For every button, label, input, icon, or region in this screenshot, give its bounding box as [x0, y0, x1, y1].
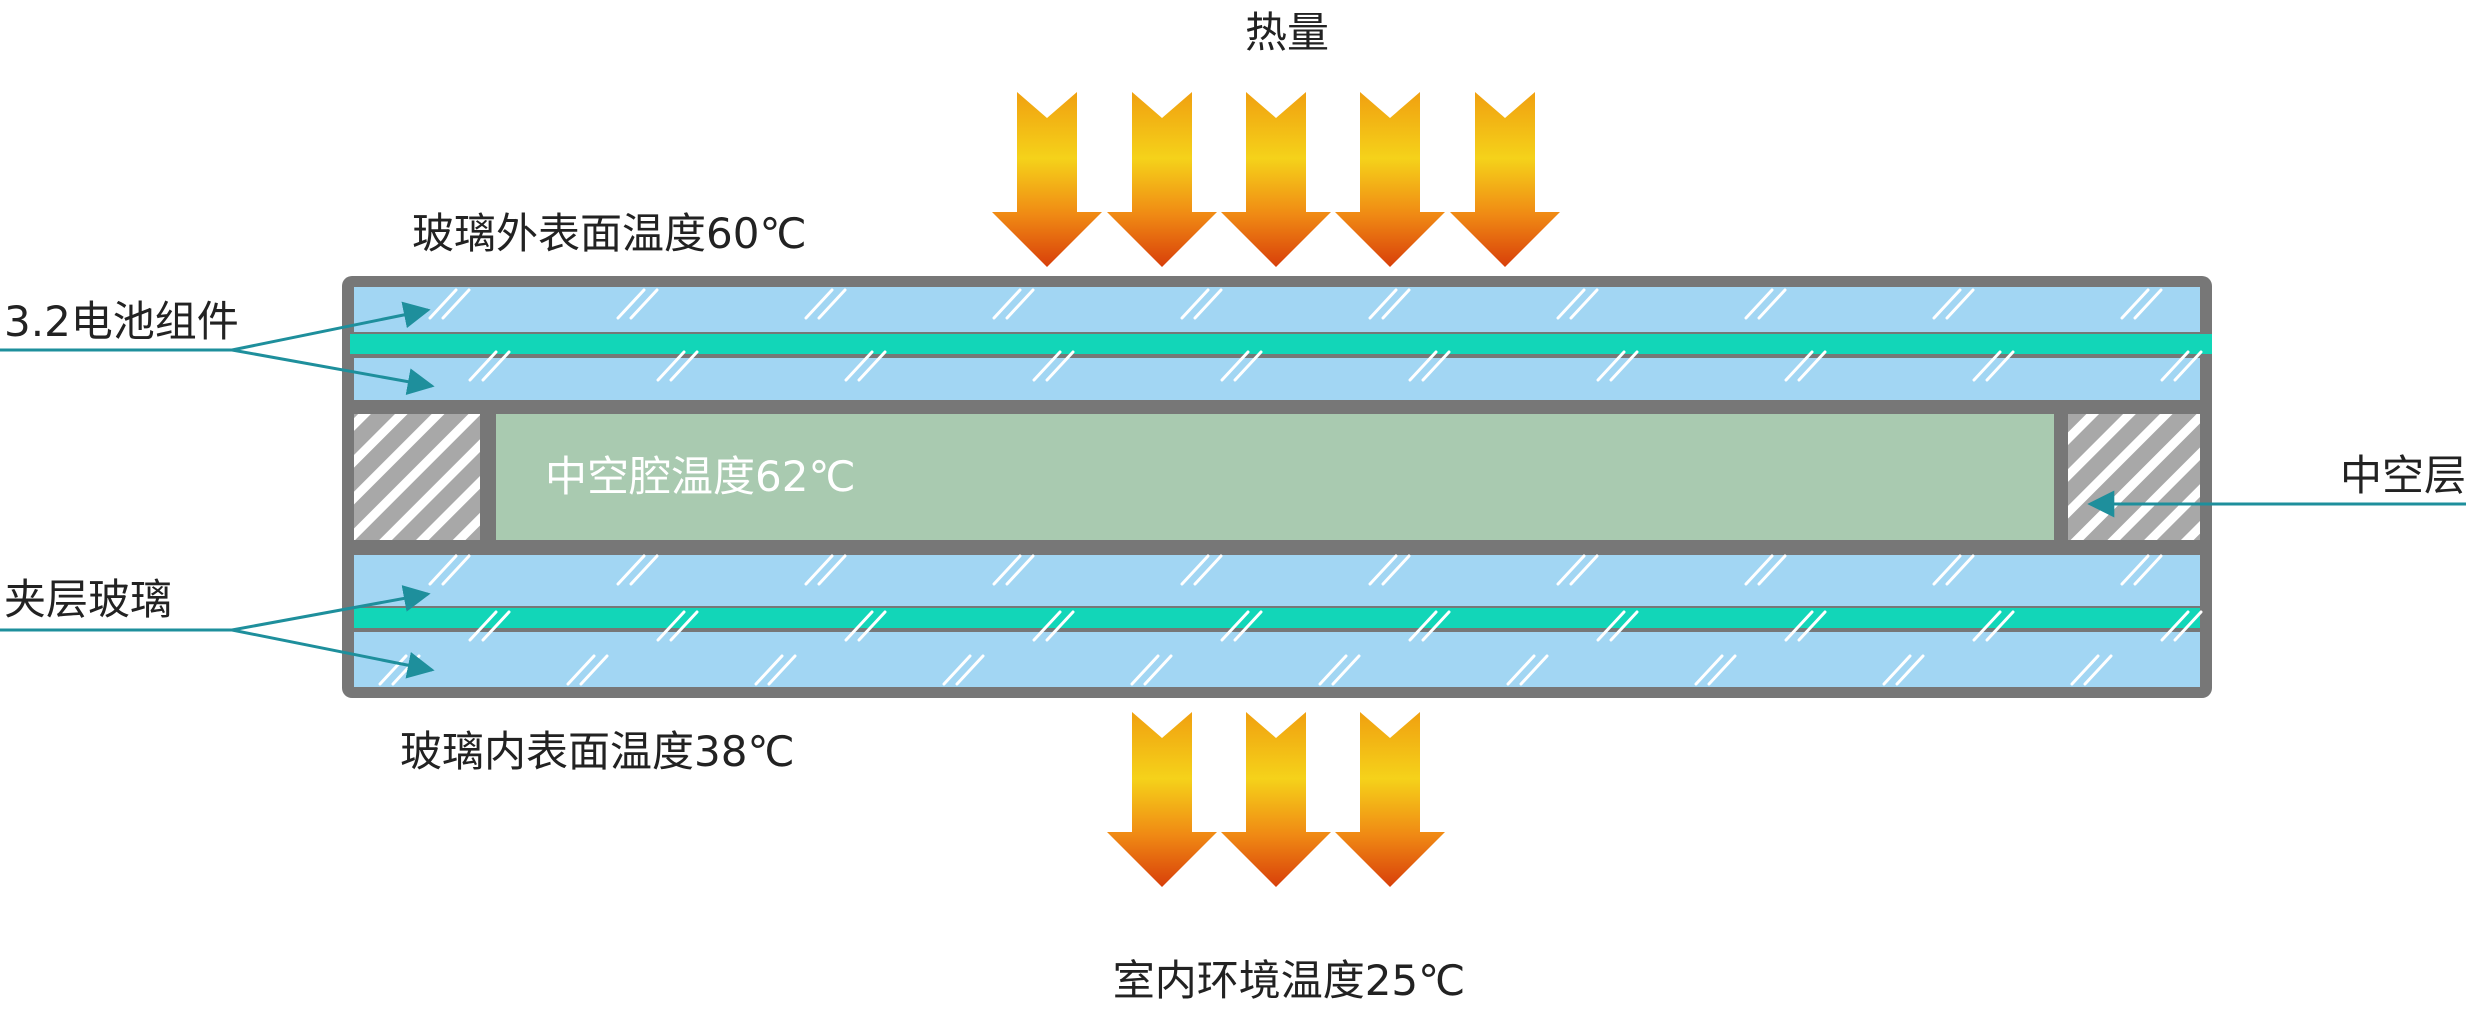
glint-mark-22	[616, 554, 659, 586]
spacer-left	[354, 414, 480, 540]
pv-film-layer	[350, 334, 2212, 354]
inner-glass-pane-lower	[354, 632, 2200, 687]
heat-arrow-bottom-1	[1107, 712, 1217, 887]
glint-mark-40	[2160, 610, 2203, 642]
glint-mark-39	[1972, 610, 2015, 642]
callout-laminated-to-glass-bottom	[231, 628, 435, 679]
glass-glint-marks	[378, 288, 2203, 686]
glint-mark-13	[844, 350, 887, 382]
glint-mark-35	[1220, 610, 1263, 642]
outer-glass-pane-upper	[354, 287, 2200, 332]
glint-mark-49	[1882, 654, 1925, 686]
glint-mark-18	[1784, 350, 1827, 382]
heat-arrow-bottom-2	[1221, 712, 1331, 887]
callout-battery-to-glass-bottom	[231, 348, 435, 395]
heat-arrow-top-2	[1107, 92, 1217, 267]
glint-mark-19	[1972, 350, 2015, 382]
glint-mark-4	[992, 288, 1035, 320]
glint-mark-14	[1032, 350, 1075, 382]
callout-laminated-to-glass-top	[231, 585, 431, 632]
glint-mark-12	[656, 350, 699, 382]
glint-mark-6	[1368, 288, 1411, 320]
glint-mark-17	[1596, 350, 1639, 382]
callout-battery-to-glass-top	[231, 301, 431, 352]
cavity-temp-label: 中空腔温度62℃	[545, 452, 856, 501]
glint-mark-33	[844, 610, 887, 642]
glint-mark-37	[1596, 610, 1639, 642]
glint-mark-31	[468, 610, 511, 642]
glint-mark-45	[1130, 654, 1173, 686]
glint-mark-30	[2120, 554, 2163, 586]
glint-mark-11	[468, 350, 511, 382]
heat-arrows	[992, 92, 1560, 887]
glint-mark-26	[1368, 554, 1411, 586]
glint-mark-21	[428, 554, 471, 586]
glint-mark-47	[1506, 654, 1549, 686]
callout-lines	[0, 301, 2466, 679]
glint-mark-46	[1318, 654, 1361, 686]
laminated-glass-label: 夹层玻璃	[4, 575, 172, 624]
glint-mark-5	[1180, 288, 1223, 320]
inner-glass-pane-upper	[354, 555, 2200, 606]
spacer-right	[2068, 414, 2200, 540]
heat-arrow-bottom-3	[1335, 712, 1445, 887]
glint-mark-29	[1932, 554, 1975, 586]
glint-mark-42	[566, 654, 609, 686]
glint-mark-16	[1408, 350, 1451, 382]
interlayer-film	[354, 608, 2200, 628]
glint-mark-36	[1408, 610, 1451, 642]
glint-mark-34	[1032, 610, 1075, 642]
inner-surface-temp-label: 玻璃内表面温度38℃	[400, 727, 795, 776]
glint-mark-2	[616, 288, 659, 320]
glint-mark-25	[1180, 554, 1223, 586]
glint-mark-27	[1556, 554, 1599, 586]
glint-mark-1	[428, 288, 471, 320]
heat-arrow-top-1	[992, 92, 1102, 267]
glint-mark-28	[1744, 554, 1787, 586]
glint-mark-43	[754, 654, 797, 686]
glint-mark-24	[992, 554, 1035, 586]
glint-mark-50	[2070, 654, 2113, 686]
glint-mark-7	[1556, 288, 1599, 320]
glint-mark-8	[1744, 288, 1787, 320]
outer-surface-temp-label: 玻璃外表面温度60℃	[412, 209, 807, 258]
hollow-layer-label: 中空层	[2340, 451, 2466, 500]
glint-mark-23	[804, 554, 847, 586]
hollow-cavity	[496, 414, 2054, 540]
glint-mark-32	[656, 610, 699, 642]
glint-mark-10	[2120, 288, 2163, 320]
glint-mark-44	[942, 654, 985, 686]
glint-mark-20	[2160, 350, 2203, 382]
glint-mark-9	[1932, 288, 1975, 320]
battery-module-label: 3.2电池组件	[4, 297, 239, 346]
heat-arrow-top-5	[1450, 92, 1560, 267]
glint-mark-48	[1694, 654, 1737, 686]
heat-arrow-top-3	[1221, 92, 1331, 267]
heat-label: 热量	[1245, 8, 1329, 57]
glint-mark-15	[1220, 350, 1263, 382]
heat-arrow-top-4	[1335, 92, 1445, 267]
indoor-temp-label: 室内环境温度25℃	[1113, 956, 1466, 1005]
glint-mark-38	[1784, 610, 1827, 642]
glint-mark-3	[804, 288, 847, 320]
outer-glass-pane-lower	[354, 358, 2200, 400]
